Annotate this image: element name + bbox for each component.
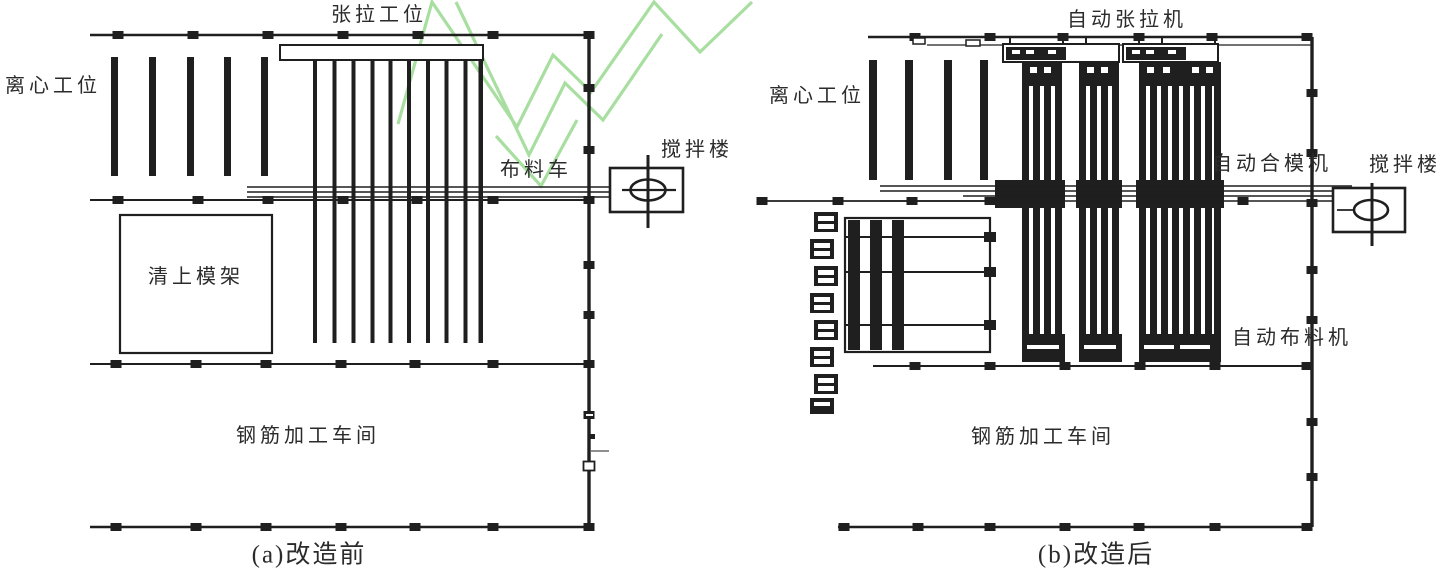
label-auto-tension-machine-b: 自动张拉机 xyxy=(1067,9,1187,31)
watermark-chevrons xyxy=(396,0,754,189)
label-auto-mold-closing-machine-b: 自动合模机 xyxy=(1212,153,1332,175)
panel-b-linework xyxy=(756,33,1407,531)
panel-b-tension-machines xyxy=(1002,37,1219,63)
panel-b-centrifugal-bars xyxy=(869,60,988,180)
label-distribution-cart-a: 布料车 xyxy=(500,159,572,181)
panel-a-centrifugal-bars xyxy=(111,57,268,176)
label-rebar-workshop-a: 钢筋加工车间 xyxy=(236,425,380,447)
panel-b-mixing-tower-symbol xyxy=(1331,183,1407,246)
panel-a-tension-lanes xyxy=(279,44,484,343)
panel-a-mold-rack-box xyxy=(118,213,274,355)
panel-a-linework xyxy=(90,31,685,531)
caption-panel-a: (a)改造前 xyxy=(251,541,367,569)
panel-a-column-markers xyxy=(110,31,609,531)
label-mold-cleaning-rack-a: 清上模架 xyxy=(148,266,244,288)
panel-b-mold-rack xyxy=(843,216,996,354)
panel-a-mixing-tower-symbol xyxy=(608,155,685,228)
label-tension-station-a: 张拉工位 xyxy=(331,4,427,26)
panel-b-ladder-blocks xyxy=(810,212,838,414)
panel-b-conveyor-track xyxy=(880,185,1352,202)
label-auto-distribution-machine-b: 自动布料机 xyxy=(1232,327,1352,349)
panel-a-conveyor-track xyxy=(247,186,631,198)
label-centrifugal-station-a: 离心工位 xyxy=(5,75,101,97)
label-rebar-workshop-b: 钢筋加工车间 xyxy=(971,426,1115,448)
panel-b-mold-lane-groups xyxy=(995,62,1224,362)
caption-panel-b: (b)改造后 xyxy=(1037,541,1155,569)
label-mixing-tower-a: 搅拌楼 xyxy=(661,139,733,161)
label-mixing-tower-b: 搅拌楼 xyxy=(1369,154,1441,176)
panel-b-column-markers xyxy=(756,33,1318,531)
label-centrifugal-station-b: 离心工位 xyxy=(769,85,865,107)
